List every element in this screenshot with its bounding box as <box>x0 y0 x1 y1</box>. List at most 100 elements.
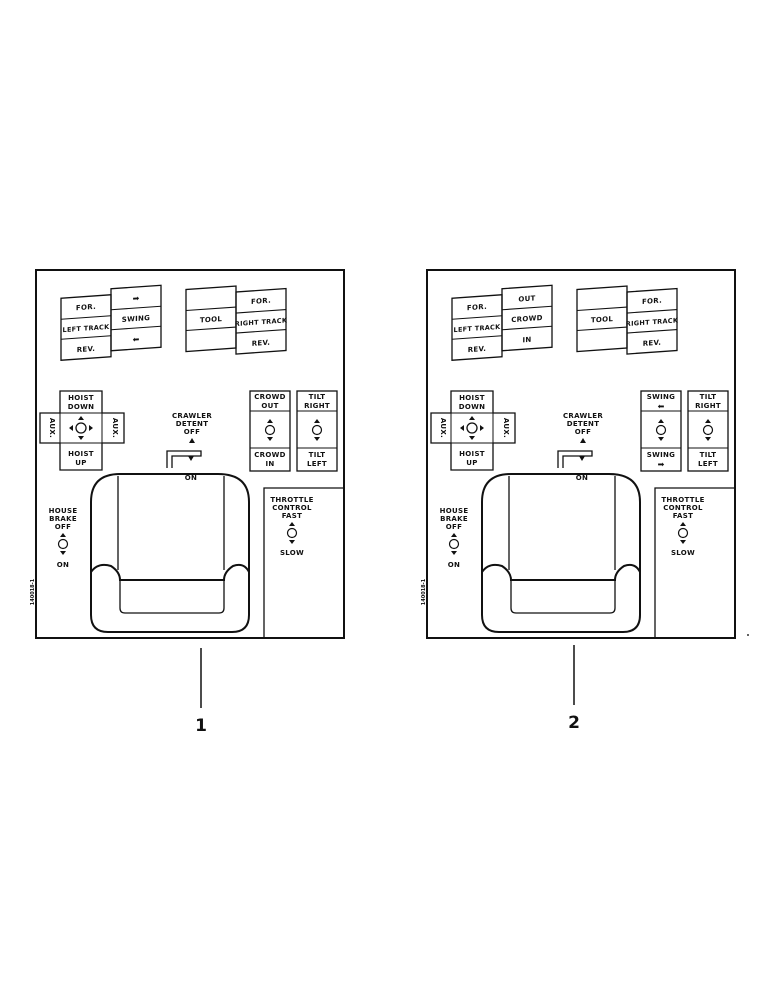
brake-label: BRAKE <box>49 515 77 523</box>
arrow-up-icon <box>189 438 195 443</box>
operator-seat <box>481 473 641 633</box>
crowd-in-label: IN <box>522 336 531 345</box>
right-track-rev-label: REV. <box>643 339 662 348</box>
left-track-switch[interactable]: FOR. LEFT TRACK REV. <box>60 294 112 361</box>
aux-left-label: AUX. <box>439 418 447 438</box>
aux-right-label: AUX. <box>111 418 119 438</box>
tilt-knob-icon <box>702 424 714 436</box>
hoist-cross-control[interactable]: HOIST DOWN HOIST UP AUX. AUX. <box>39 390 125 471</box>
left-track-label: LEFT TRACK <box>63 323 111 334</box>
scan-speck <box>747 634 749 636</box>
control-label: CONTROL <box>272 504 312 512</box>
crowd-switch[interactable]: CROWD OUT CROWD IN <box>249 390 291 472</box>
aux-left-label: AUX. <box>48 418 56 438</box>
house-brake: HOUSE BRAKE OFF ON <box>440 507 469 569</box>
throttle-label: THROTTLE <box>270 496 313 504</box>
crawler-on-label: ON <box>185 474 197 482</box>
control-panel-2: FOR. LEFT TRACK REV. OUT CROWD IN TOOL F… <box>421 269 736 639</box>
hoist-knob-icon <box>75 422 87 434</box>
tilt-switch[interactable]: TILT RIGHT TILT LEFT <box>687 390 729 472</box>
tool-label: TOOL <box>200 315 223 325</box>
arrow-left-icon: ⬅ <box>658 402 665 411</box>
detent-lever-icon[interactable] <box>557 450 593 468</box>
house-brake-off-label: OFF <box>55 523 71 531</box>
arrow-down-icon <box>579 456 585 461</box>
hoist-cross-control[interactable]: HOIST DOWN HOIST UP AUX. AUX. <box>430 390 516 471</box>
right-track-label: RIGHT TRACK <box>626 316 679 328</box>
figure-code: 140018-1 <box>421 578 427 605</box>
tilt-right-line2: RIGHT <box>695 402 721 410</box>
left-track-label: LEFT TRACK <box>454 323 502 334</box>
arrow-right-icon: ➡ <box>133 294 140 303</box>
arrow-up-icon <box>580 438 586 443</box>
crawler-off-label: OFF <box>575 428 591 436</box>
left-track-for-label: FOR. <box>76 303 96 312</box>
detent-label: DETENT <box>176 420 209 428</box>
house-brake-on-label: ON <box>57 561 69 569</box>
crowd-switch-upper[interactable]: OUT CROWD IN <box>501 284 553 352</box>
throttle-label: THROTTLE <box>661 496 704 504</box>
swing-switch-lower[interactable]: SWING ⬅ SWING ➡ <box>640 390 682 472</box>
crawler-label: CRAWLER <box>563 412 603 420</box>
throttle-control: THROTTLE CONTROL FAST SLOW <box>654 487 735 638</box>
callout-number-2: 2 <box>568 713 580 733</box>
throttle-control: THROTTLE CONTROL FAST SLOW <box>263 487 344 638</box>
detent-lever-icon[interactable] <box>166 450 202 468</box>
hoist-down-line1: HOIST <box>459 394 485 402</box>
panel-outline <box>35 269 345 639</box>
house-brake-knob-icon[interactable] <box>57 538 69 550</box>
swing-switch[interactable]: ➡ SWING ⬅ <box>110 284 162 352</box>
crawler-off-label: OFF <box>184 428 200 436</box>
crowd-in-line2: IN <box>265 460 274 468</box>
updown-arrows-icon <box>451 533 457 555</box>
detent-label: DETENT <box>567 420 600 428</box>
hoist-up-line1: HOIST <box>459 450 485 458</box>
house-brake-knob-icon[interactable] <box>448 538 460 550</box>
right-track-rev-label: REV. <box>252 339 271 348</box>
updown-arrows-icon <box>267 419 273 441</box>
left-track-for-label: FOR. <box>467 303 487 312</box>
throttle-fast-label: FAST <box>673 512 693 520</box>
direction-arrows-icon <box>69 416 93 440</box>
updown-arrows-icon <box>289 522 295 544</box>
right-track-switch[interactable]: FOR. RIGHT TRACK REV. <box>626 287 679 355</box>
left-track-switch[interactable]: FOR. LEFT TRACK REV. <box>451 294 503 361</box>
hoist-knob-icon <box>466 422 478 434</box>
tilt-left-line1: TILT <box>700 451 717 459</box>
control-label: CONTROL <box>663 504 703 512</box>
operator-seat <box>90 473 250 633</box>
crowd-out-line1: CROWD <box>254 393 286 401</box>
throttle-slow-label: SLOW <box>671 549 695 557</box>
tool-switch[interactable]: TOOL <box>185 285 237 353</box>
arrow-right-icon: ➡ <box>658 460 665 469</box>
updown-arrows-icon <box>658 419 664 441</box>
crowd-label: CROWD <box>511 314 542 324</box>
tool-label: TOOL <box>591 315 614 325</box>
house-label: HOUSE <box>440 507 469 515</box>
figure-code: 140018-1 <box>30 578 36 605</box>
hoist-up-line1: HOIST <box>68 450 94 458</box>
updown-arrows-icon <box>314 419 320 441</box>
tilt-left-line2: LEFT <box>698 460 718 468</box>
swing-bottom-label: SWING <box>647 451 675 459</box>
tilt-switch[interactable]: TILT RIGHT TILT LEFT <box>296 390 338 472</box>
tool-switch[interactable]: TOOL <box>576 285 628 353</box>
updown-arrows-icon <box>60 533 66 555</box>
throttle-knob-icon[interactable] <box>677 527 689 539</box>
throttle-knob-icon[interactable] <box>286 527 298 539</box>
right-track-for-label: FOR. <box>642 297 662 306</box>
right-track-switch[interactable]: FOR. RIGHT TRACK REV. <box>235 287 288 355</box>
direction-arrows-icon <box>460 416 484 440</box>
crowd-in-line1: CROWD <box>254 451 286 459</box>
tilt-right-line1: TILT <box>700 393 717 401</box>
house-brake: HOUSE BRAKE OFF ON <box>49 507 78 569</box>
right-track-for-label: FOR. <box>251 297 271 306</box>
swing-knob-icon <box>655 424 667 436</box>
hoist-down-line1: HOIST <box>68 394 94 402</box>
tilt-right-line1: TILT <box>309 393 326 401</box>
crowd-out-line2: OUT <box>261 402 278 410</box>
tilt-left-line2: LEFT <box>307 460 327 468</box>
crawler-label: CRAWLER <box>172 412 212 420</box>
crowd-out-label: OUT <box>518 294 535 303</box>
